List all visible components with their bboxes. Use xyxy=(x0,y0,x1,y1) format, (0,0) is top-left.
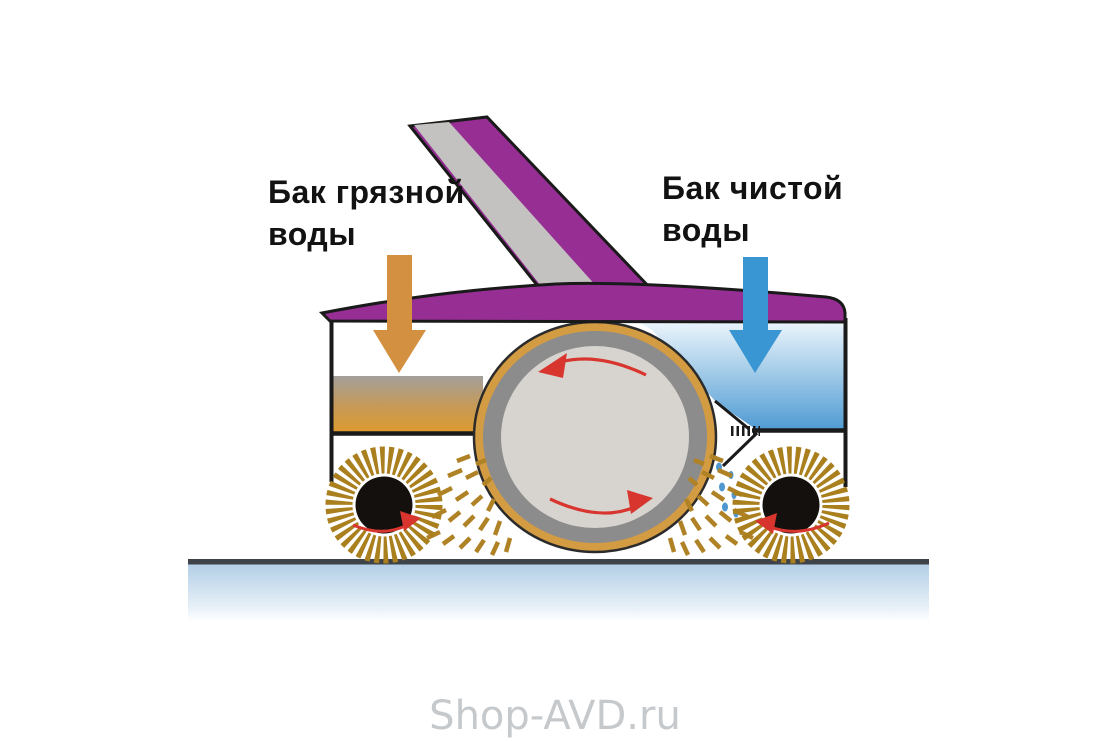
right-brush-rotation-arrowhead-icon xyxy=(755,513,777,534)
right-brush-hub xyxy=(762,476,820,534)
clean-water-nozzle xyxy=(714,399,760,468)
clean-tank-label-line1: Бак чистой xyxy=(662,170,843,206)
left-brush-rotation-arrowhead-icon xyxy=(400,511,421,531)
clean-tank-label-line2: воды xyxy=(662,212,750,248)
right-brush-bristles xyxy=(732,446,850,564)
clean-water-volume xyxy=(640,323,844,430)
drum-rotation-arrowhead-bottom-icon xyxy=(627,490,653,514)
drum-core xyxy=(501,346,689,528)
drum-rotation-arrowhead-top-icon xyxy=(538,353,567,378)
dirty-water-flow-arrow-icon xyxy=(373,255,426,373)
handle-gray-stripe xyxy=(414,122,606,300)
floor-surface xyxy=(188,564,929,621)
floor xyxy=(188,559,929,621)
dirty-water-level xyxy=(333,376,483,433)
main-roller-drum xyxy=(472,320,718,554)
dirty-tank-label-line2: воды xyxy=(268,216,356,252)
drum-rotation-arrow-bottom-icon xyxy=(549,497,638,515)
dirt-spray-left xyxy=(426,453,513,556)
dirty-tank-label-line1: Бак грязной xyxy=(268,174,465,210)
annotations: Бак грязной воды Бак чистой воды xyxy=(268,170,843,252)
body-outline xyxy=(329,316,848,487)
funnel-edge-upper xyxy=(714,399,750,431)
left-brush-hub xyxy=(355,476,413,534)
dirt-spray-right xyxy=(667,453,754,556)
watermark-text: Shop-AVD.ru xyxy=(429,693,681,739)
drum-rotation-arrow-top-icon xyxy=(559,357,647,377)
left-brush-bristles xyxy=(325,446,443,564)
right-brush-wheel xyxy=(732,446,850,564)
floor-line xyxy=(188,559,929,565)
funnel-edge-lower xyxy=(721,431,759,468)
machine-lid xyxy=(318,281,847,324)
clean-water-flow-arrow-icon xyxy=(729,257,782,373)
left-brush-wheel xyxy=(325,446,443,564)
